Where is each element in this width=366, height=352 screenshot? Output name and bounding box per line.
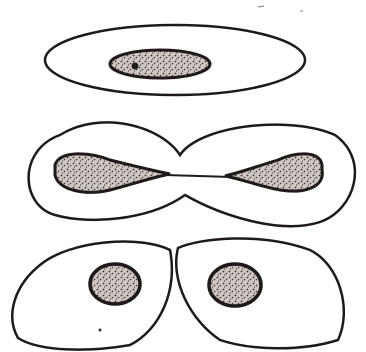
- nucleus-left: [90, 264, 140, 304]
- nucleus-right: [209, 264, 261, 306]
- nucleolus: [132, 63, 139, 70]
- nucleus: [110, 50, 210, 78]
- speck: [99, 329, 102, 332]
